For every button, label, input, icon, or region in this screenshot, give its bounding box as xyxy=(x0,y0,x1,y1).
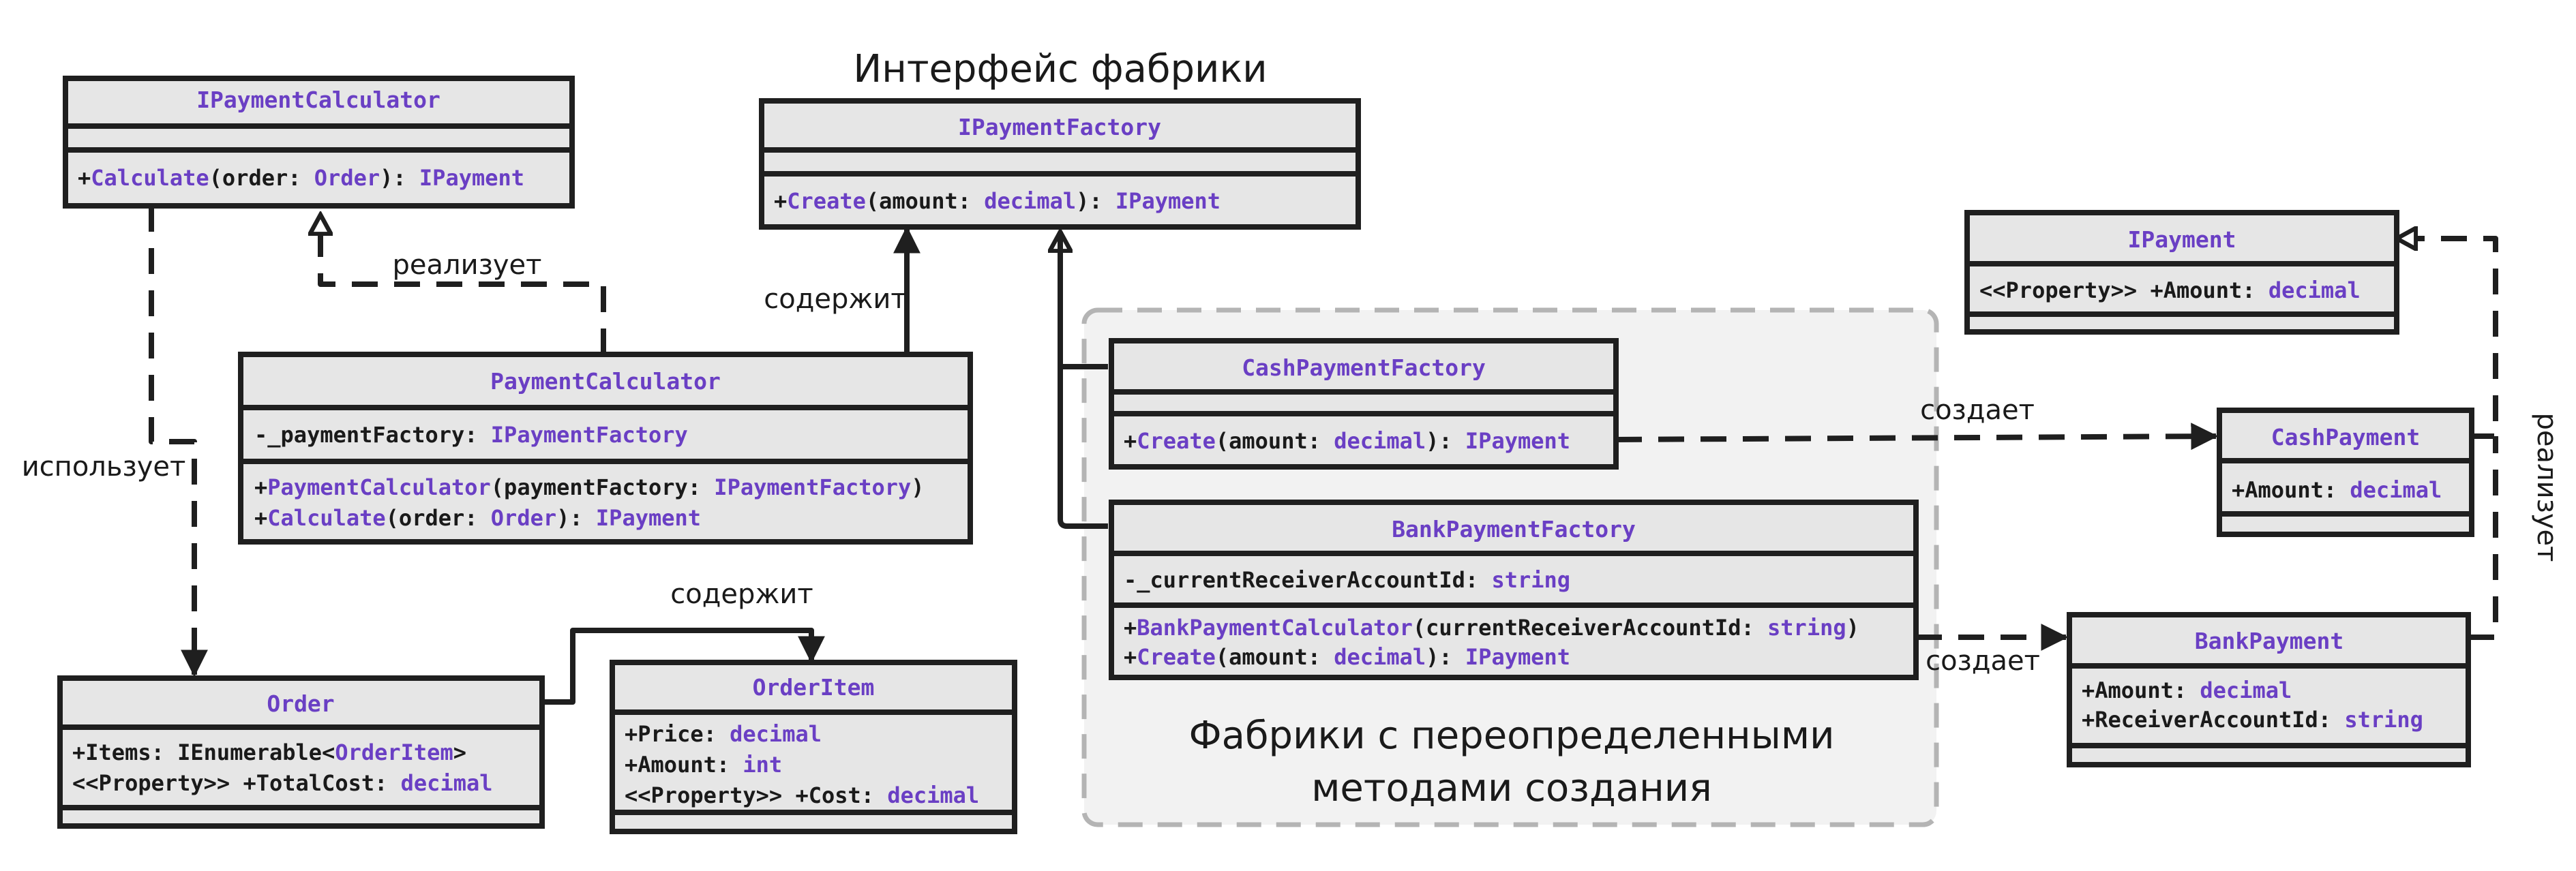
edge-calculator-implements-icalculator xyxy=(320,215,606,354)
class-field: <<Property>> +TotalCost: decimal xyxy=(72,770,493,796)
class-bankpaymentfactory: BankPaymentFactory -_currentReceiverAcco… xyxy=(1109,500,1919,680)
class-title: CashPayment xyxy=(2271,424,2421,450)
class-title: BankPaymentFactory xyxy=(1392,516,1636,543)
class-method: +Calculate(order: Order): IPayment xyxy=(78,165,524,191)
edge-bankpayment-implements-ipayment xyxy=(2468,436,2498,640)
class-method: +Create(amount: decimal): IPayment xyxy=(774,188,1220,214)
class-field: +Amount: decimal xyxy=(2232,477,2442,503)
factory-interface-label: Интерфейс фабрики xyxy=(853,47,1267,91)
class-title: CashPaymentFactory xyxy=(1242,354,1486,381)
class-field: +Price: decimal xyxy=(625,721,822,747)
class-cashpayment: CashPayment +Amount: decimal xyxy=(2217,408,2474,537)
class-title: IPaymentFactory xyxy=(958,114,1161,140)
class-ipaymentcalculator: IPaymentCalculator +Calculate(order: Ord… xyxy=(63,76,575,209)
edge-label-realizes: реализует xyxy=(2531,413,2562,562)
edge-label-contains: содержит xyxy=(670,579,813,610)
class-title: Order xyxy=(267,690,334,717)
class-field: -_paymentFactory: IPaymentFactory xyxy=(254,422,688,448)
edge-order-contains-orderitem xyxy=(542,628,825,705)
group-title-line-1: Фабрики с переопределенными xyxy=(1188,714,1834,758)
edge-label-uses: использует xyxy=(22,451,186,483)
group-title-line-2: методами создания xyxy=(1311,766,1712,810)
class-bankpayment: BankPayment +Amount: decimal +ReceiverAc… xyxy=(2067,612,2471,767)
class-field: <<Property>> +Amount: decimal xyxy=(1979,277,2361,303)
class-order: Order +Items: IEnumerable<OrderItem> <<P… xyxy=(57,675,545,829)
class-ipayment: IPayment <<Property>> +Amount: decimal xyxy=(1964,210,2399,335)
class-ipaymentfactory: IPaymentFactory +Create(amount: decimal)… xyxy=(759,98,1361,230)
class-title: IPaymentCalculator xyxy=(196,87,440,113)
class-field: -_currentReceiverAccountId: string xyxy=(1124,567,1570,593)
edge-cashfactory-creates-cashpayment xyxy=(1615,423,2219,450)
class-method: +Calculate(order: Order): IPayment xyxy=(254,505,701,531)
edge-bankfactory-implements-ipaymentfactory xyxy=(1058,232,1108,529)
class-title: BankPayment xyxy=(2195,628,2344,654)
class-method: +BankPaymentCalculator(currentReceiverAc… xyxy=(1124,615,1859,641)
class-title: IPayment xyxy=(2128,226,2236,253)
class-method: +PaymentCalculator(paymentFactory: IPaym… xyxy=(254,474,925,500)
edge-label-creates: создает xyxy=(1926,645,2040,677)
class-field: +Amount: int xyxy=(625,752,782,778)
class-cashpaymentfactory: CashPaymentFactory +Create(amount: decim… xyxy=(1109,338,1619,470)
class-method: +Create(amount: decimal): IPayment xyxy=(1124,644,1570,670)
class-field: +Amount: decimal xyxy=(2082,677,2292,703)
class-field: <<Property>> +Cost: decimal xyxy=(625,782,979,808)
class-field: +Items: IEnumerable<OrderItem> xyxy=(72,739,466,765)
edge-calculator-uses-order xyxy=(149,206,208,677)
edge-label-contains: содержит xyxy=(764,284,906,315)
class-paymentcalculator: PaymentCalculator -_paymentFactory: IPay… xyxy=(238,352,973,545)
class-title: PaymentCalculator xyxy=(490,368,721,395)
class-title: OrderItem xyxy=(753,674,875,701)
class-field: +ReceiverAccountId: string xyxy=(2082,707,2423,733)
edge-label-creates: создает xyxy=(1920,395,2035,426)
class-orderitem: OrderItem +Price: decimal +Amount: int <… xyxy=(610,660,1017,834)
edge-payments-implement-ipayment xyxy=(2397,239,2498,439)
edge-label-realizes: реализует xyxy=(393,249,542,281)
class-method: +Create(amount: decimal): IPayment xyxy=(1124,428,1570,454)
